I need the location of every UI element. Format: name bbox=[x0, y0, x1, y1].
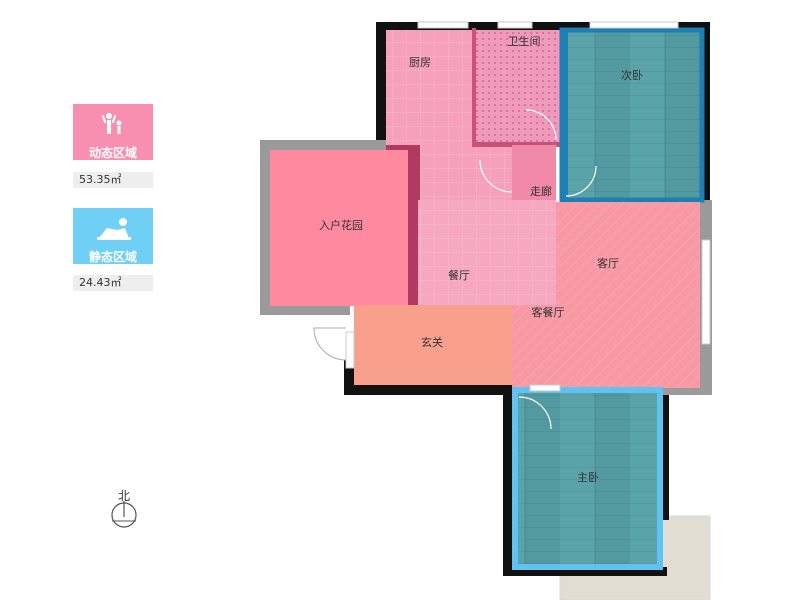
label-garden: 入户花园 bbox=[319, 218, 363, 232]
label-kitchen: 厨房 bbox=[409, 56, 431, 69]
north-label: 北 bbox=[117, 489, 130, 503]
sleeping-person-icon bbox=[97, 218, 131, 240]
room-foyer bbox=[354, 305, 512, 385]
north-compass: 北 bbox=[110, 487, 138, 531]
label-dining: 餐厅 bbox=[448, 268, 470, 282]
static-zone-label: 静态区域 bbox=[88, 250, 137, 264]
label-living: 客厅 bbox=[597, 256, 619, 270]
outer-walls bbox=[344, 22, 710, 576]
windows bbox=[345, 21, 711, 392]
label-living-dining: 客餐厅 bbox=[532, 305, 565, 319]
room-master-bedroom bbox=[513, 390, 660, 567]
label-foyer: 玄关 bbox=[421, 335, 443, 349]
label-corridor: 走廊 bbox=[530, 184, 552, 198]
static-zone-area: 24.43㎡ bbox=[73, 275, 153, 291]
door-swings bbox=[479, 109, 597, 430]
dynamic-zone-area: 53.35㎡ bbox=[73, 172, 153, 188]
label-master-bedroom: 主卧 bbox=[577, 471, 599, 484]
garden-partition-wall bbox=[386, 140, 420, 310]
static-zone-legend: 静态区域 bbox=[73, 208, 153, 264]
room-garden bbox=[270, 150, 408, 306]
people-icon bbox=[101, 113, 122, 134]
dynamic-zone-label: 动态区域 bbox=[88, 146, 137, 160]
label-bathroom: 卫生间 bbox=[508, 34, 541, 48]
entry-door-swing bbox=[313, 327, 347, 361]
dynamic-zone-legend: 动态区域 bbox=[73, 104, 153, 160]
room-second-bedroom bbox=[562, 30, 702, 200]
compass-icon bbox=[111, 501, 137, 528]
label-second-bedroom: 次卧 bbox=[621, 68, 643, 82]
room-corridor bbox=[512, 145, 556, 205]
